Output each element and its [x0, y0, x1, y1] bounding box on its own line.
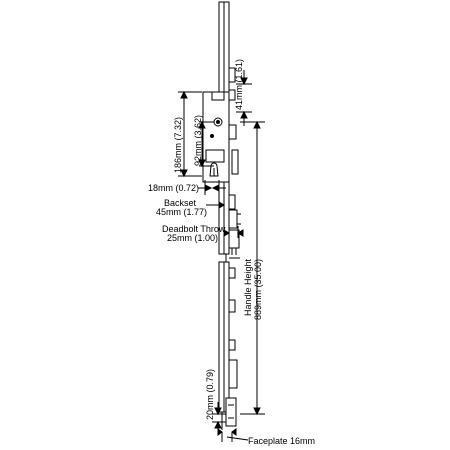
label-dim-186: 186mm (7.32)	[173, 116, 183, 173]
dimension-top	[236, 70, 252, 126]
label-dim-92: 92mm (3.62)	[193, 114, 203, 166]
label-deadbolt-value: 25mm (1.00)	[167, 233, 219, 243]
lock-case	[202, 91, 230, 183]
dimension-handle-height	[240, 120, 265, 416]
faceplate-lower	[218, 261, 238, 430]
label-dim-top: 41mm (1.61)	[234, 58, 244, 110]
label-faceplate: Faceplate 16mm	[248, 436, 316, 446]
label-backset-title: Backset	[164, 198, 197, 208]
dimension-backset	[206, 201, 225, 209]
label-backset-value: 45mm (1.77)	[156, 207, 208, 217]
dimension-faceplate	[217, 428, 249, 442]
dimension-18	[198, 180, 226, 195]
label-dim-18: 18mm (0.72)	[148, 183, 200, 193]
label-dim-20: 20mm (0.79)	[205, 368, 215, 420]
label-deadbolt-title: Deadbolt Throw	[162, 224, 226, 234]
dimension-deadbolt	[223, 226, 244, 238]
dimension-20	[212, 402, 226, 432]
dimension-186	[178, 90, 202, 178]
dimension-92	[198, 120, 214, 168]
label-handle-title: Handle Height	[243, 258, 253, 316]
label-handle-value: 889mm (35.00)	[253, 258, 263, 320]
deadbolt	[228, 209, 241, 229]
strip-break	[225, 254, 240, 262]
